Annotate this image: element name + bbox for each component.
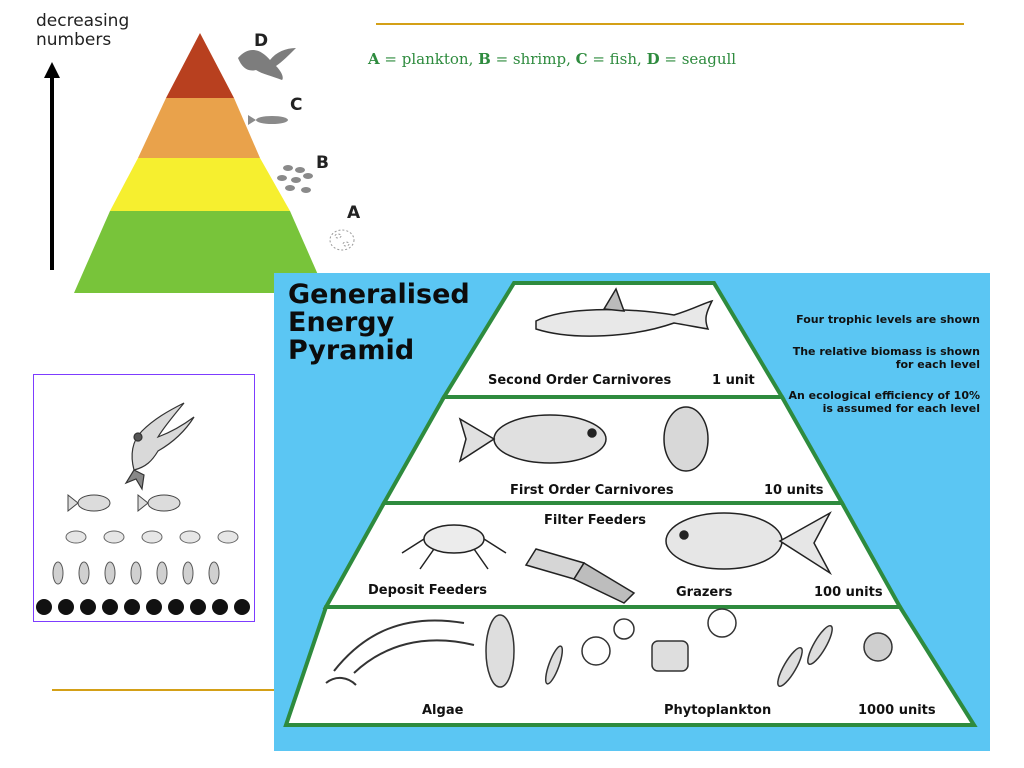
level-1-algae: Algae [422,703,464,718]
legend-value-d: seagull [681,50,737,68]
bottom-divider-line [52,689,274,691]
osprey-icon [124,402,195,491]
marker-c: C [290,95,302,115]
food-chain-illustration [33,374,255,622]
legend-value-c: fish [609,50,638,68]
pyramid-tier-a [74,211,326,293]
level-2-deposit-feeders: Deposit Feeders [368,583,488,598]
grazer-fish-icon [665,511,833,576]
marker-d: D [254,31,268,51]
sea-cucumber-icon [663,406,709,472]
level-3-amount: 10 units [764,483,824,498]
pyramid-tier-c [138,98,260,158]
note-trophic-levels: Four trophic levels are shown [796,313,980,326]
level-4-name: Second Order Carnivores [488,373,672,388]
urchin-row [36,599,250,615]
note-relative-biomass: The relative biomass is shown for each l… [792,345,980,371]
numbers-pyramid: D C B A [44,31,361,293]
fish-row [67,493,181,513]
level-4-amount: 1 unit [712,373,755,388]
phytoplankton-icon [485,608,893,688]
pyramid-tier-b [110,158,290,211]
algae-icon [325,619,475,686]
legend-value-b: shrimp [512,50,567,68]
shrimp-icon [277,165,313,193]
legend-key-a: A [368,50,380,68]
marker-b: B [316,153,329,173]
level-2-filter-feeders: Filter Feeders [544,513,647,528]
zooplankton-row [52,561,220,585]
seagull-icon [238,48,296,80]
marker-a: A [347,203,361,223]
level-2-name: Grazers [676,585,733,600]
level-2-amount: 100 units [814,585,883,600]
energy-pyramid-panel: Generalised Energy Pyramid Four trophic … [274,273,990,751]
plankton-icon [329,229,355,251]
fish-icon [458,414,607,464]
shrimp-row [65,530,239,544]
shark-icon [535,287,714,337]
legend-key-d: D [646,50,660,68]
filter-feeder-icon [524,548,636,604]
energy-pyramid-title: Generalised Energy Pyramid [288,279,470,366]
level-1-name: Phytoplankton [664,703,772,718]
legend-value-a: plankton [401,50,469,68]
crab-icon [401,524,507,570]
note-ecological-efficiency: An ecological efficiency of 10% is assum… [788,389,980,415]
level-3-name: First Order Carnivores [510,483,674,498]
legend-key-b: B [478,50,491,68]
legend-text: A = plankton, B = shrimp, C = fish, D = … [368,50,737,68]
decreasing-numbers-label: decreasing numbers [36,11,130,50]
pyramid-tier-d [166,33,234,98]
fish-icon [248,115,288,125]
top-divider-line [376,23,964,25]
legend-key-c: C [575,50,588,68]
level-1-amount: 1000 units [858,703,936,718]
increase-arrow-head [44,62,60,78]
energy-level-1 [283,605,978,727]
energy-pyramid-diagram [283,281,978,727]
